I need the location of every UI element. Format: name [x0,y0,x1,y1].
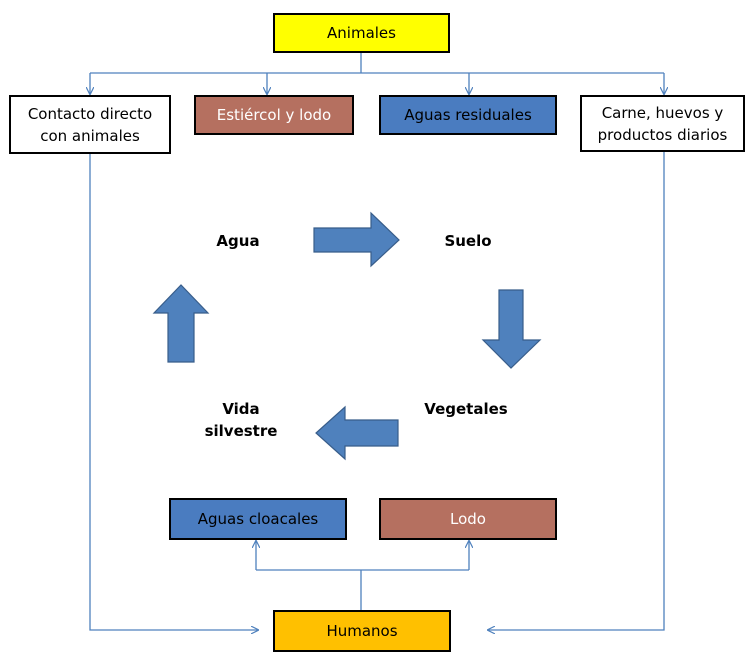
big-arrow-soil-to-vegetables [481,289,542,369]
vegetables-label: Vegetales [424,400,508,418]
manure-sludge-label: Estiércol y lodo [216,106,332,124]
meat-eggs-dairy-box: Carne, huevos y productos diarios [580,95,745,152]
manure-sludge-box: Estiércol y lodo [194,95,354,135]
arrow-direct-contact-to-humans [89,154,258,630]
wastewater-box: Aguas residuales [379,95,557,135]
arrow-meat-eggs-dairy-to-humans [488,152,665,630]
direct-contact-box: Contacto directo con animales [9,95,171,154]
big-arrow-wildlife-to-water [152,284,210,363]
big-arrow-water-to-soil [313,211,400,268]
sludge-label: Lodo [450,510,486,528]
sewage-box: Aguas cloacales [169,498,347,540]
humans-label: Humanos [326,622,398,640]
big-arrow-vegetables-to-wildlife [315,405,399,461]
meat-eggs-dairy-line2: productos diarios [597,125,728,144]
direct-contact-line2: con animales [40,126,140,145]
water-label: Agua [216,232,260,250]
sewage-label: Aguas cloacales [197,510,319,528]
wildlife-line1: Vida [222,400,260,418]
wildlife-line2: silvestre [204,422,278,440]
soil-label: Suelo [444,232,492,250]
wildlife-label: Vida silvestre [193,398,289,442]
meat-eggs-dairy-line1: Carne, huevos y [601,103,724,122]
sludge-box: Lodo [379,498,557,540]
direct-contact-line1: Contacto directo [27,104,153,123]
animals-box: Animales [273,13,450,53]
wastewater-label: Aguas residuales [404,106,532,124]
animals-label: Animales [327,24,396,42]
humans-box: Humanos [273,610,451,652]
